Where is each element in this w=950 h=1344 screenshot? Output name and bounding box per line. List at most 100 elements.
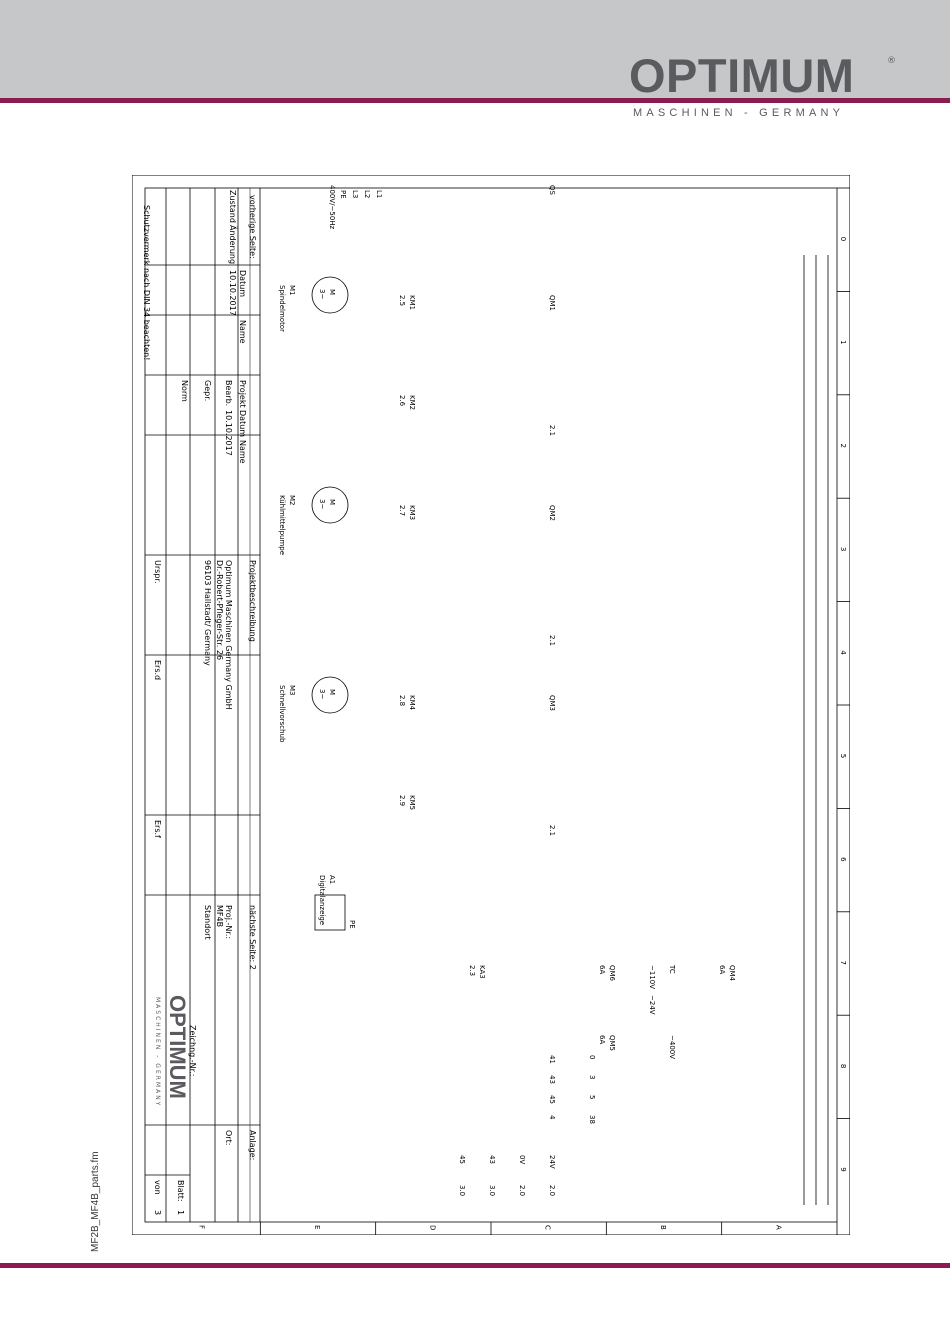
column-label-0: 0 — [839, 237, 847, 241]
transformer-secondary-24v: ~24V — [648, 995, 656, 1015]
datum-label: Datum — [238, 270, 247, 297]
source-filename: MF2B_MF4B_parts.fm — [90, 1151, 101, 1252]
motor-symbol-M2 — [311, 486, 349, 524]
aux-contact-ref: 2.1 — [548, 635, 556, 646]
protection-note: Schutzvermerk nach DIN 34 beachten! — [142, 205, 151, 360]
breaker-QM3: QM3 — [548, 695, 556, 711]
von-value: 3 — [153, 1210, 162, 1215]
wire-number-3: 3 — [588, 1075, 596, 1079]
motor-name-M2: Kühlmittelpumpe — [278, 495, 286, 555]
ers-f-label: Ers.f — [153, 820, 162, 838]
control-output-ref-2: 3.0 — [488, 1185, 496, 1196]
header-accent-stripe — [0, 98, 950, 103]
contactor-KM4: KM4 — [408, 695, 416, 711]
project-description-label: Projektbeschreibung — [248, 560, 257, 642]
contactor-ref-KM3: 2.7 — [398, 505, 406, 516]
breaker-QM1: QM1 — [548, 295, 556, 311]
zustand-label: Zustand — [228, 190, 237, 223]
row-label-F: F — [198, 1225, 206, 1229]
proj-nr-label: Proj.-Nr.: — [224, 905, 233, 939]
motor-id-M3: M3 — [288, 685, 296, 696]
contactor-KM2: KM2 — [408, 395, 416, 410]
transformer-TC: TC — [668, 964, 676, 974]
ers-d-label: Ers.d — [153, 660, 162, 680]
wire-number-43: 43 — [548, 1075, 556, 1084]
motor-phase: 3~ — [318, 499, 326, 509]
breaker-QM5-rating: 6A — [598, 1035, 606, 1044]
column-label-3: 3 — [839, 547, 847, 551]
company-city: 96103 Hallstadt/ Germany — [203, 560, 212, 666]
proj-nr-value: MF4B — [215, 905, 224, 927]
display-name: Digitalanzeige — [318, 875, 326, 925]
norm-label: Norm — [180, 380, 189, 402]
motor-symbol-M1 — [311, 276, 349, 314]
main-switch-label: QS — [548, 185, 556, 196]
column-label-1: 1 — [839, 340, 847, 344]
motor-phase: 3~ — [318, 689, 326, 699]
control-output-ref-1: 2.0 — [518, 1185, 526, 1196]
control-output-ref-0: 2.0 — [548, 1185, 556, 1196]
urspr-label: Urspr. — [153, 560, 162, 584]
relay-KA3: KA3 — [478, 965, 486, 979]
wire-number-38: 38 — [588, 1115, 596, 1124]
transformer-primary: ~400V — [668, 1035, 676, 1059]
gepr-label: Gepr. — [203, 380, 212, 401]
logo-registered-mark: ® — [887, 56, 896, 66]
control-circuit: QM46ATC~400V~24V~110VQM56AQM66AKA32.3A1D… — [314, 875, 736, 1196]
column-label-9: 9 — [839, 1167, 847, 1171]
projekt-label: Projekt — [238, 380, 247, 408]
control-output-3: 45 — [458, 1155, 466, 1164]
aux-contact-ref: 2.1 — [548, 425, 556, 436]
company-street: Dr.-Robert-Pfleger-Str. 26 — [215, 560, 224, 660]
breaker-QM6-rating: 6A — [598, 965, 606, 974]
motor-id-M1: M1 — [288, 285, 296, 296]
ort-label: Ort: — [224, 1130, 233, 1145]
contactor-KM3: KM3 — [408, 505, 416, 520]
logo-tagline: MASCHINEN - GERMANY — [633, 107, 845, 119]
wire-number-0: 0 — [588, 1055, 596, 1059]
column-label-4: 4 — [839, 650, 847, 655]
wire-number-5: 5 — [588, 1095, 596, 1099]
logo-wordmark: OPTIMUM — [629, 49, 855, 102]
control-output-2: 43 — [488, 1155, 496, 1164]
anlage-label: Anlage: — [248, 1130, 257, 1160]
row-label-D: D — [428, 1225, 436, 1230]
contactor-ref-KM4: 2.8 — [398, 695, 406, 706]
row-label-C: C — [544, 1225, 552, 1230]
motor-circuits: QM1KM12.5KM22.62.1M3~M1SpindelmotorQM2KM… — [278, 276, 556, 836]
display-pe-terminal: PE — [348, 920, 356, 929]
relay-KA3-ref: 2.3 — [468, 965, 476, 976]
company-name: Optimum Maschinen Germany GmbH — [224, 560, 233, 710]
title-block-text: vorherige Seite: nächste Seite: 2 Projek… — [153, 190, 257, 1215]
datum2-label: Datum — [238, 410, 247, 437]
column-label-6: 6 — [839, 857, 847, 862]
prev-page-label: vorherige Seite: — [248, 195, 257, 259]
contactor-ref-KM5: 2.9 — [398, 795, 406, 806]
wire-number-45: 45 — [548, 1095, 556, 1104]
contactor-ref-KM2: 2.6 — [398, 395, 406, 407]
supply-rating: 400V/~50Hz — [328, 185, 336, 230]
row-label-A: A — [774, 1225, 782, 1230]
footer-accent-stripe — [0, 1263, 950, 1268]
aenderung-label: Änderung — [228, 225, 238, 264]
breaker-QM2: QM2 — [548, 505, 556, 521]
supply-line-PE: PE — [339, 190, 347, 199]
column-label-8: 8 — [839, 1064, 847, 1068]
row-label-E: E — [313, 1225, 321, 1229]
bearb-date: 10.10.2017 — [224, 410, 233, 456]
supply-line-L2: L2 — [363, 190, 371, 198]
wire-number-41: 41 — [548, 1055, 556, 1064]
page-header — [0, 0, 950, 100]
transformer-secondary-110v: ~110V — [648, 965, 656, 989]
supply-line-L3: L3 — [351, 190, 359, 198]
column-label-5: 5 — [839, 754, 847, 758]
column-label-2: 2 — [839, 444, 847, 448]
breaker-QM5: QM5 — [608, 1035, 616, 1051]
motor-letter: M — [328, 289, 336, 295]
title-block-logo: OPTIMUM MASCHINEN - GERMANY — [154, 995, 190, 1107]
wire-number-4: 4 — [548, 1115, 556, 1120]
